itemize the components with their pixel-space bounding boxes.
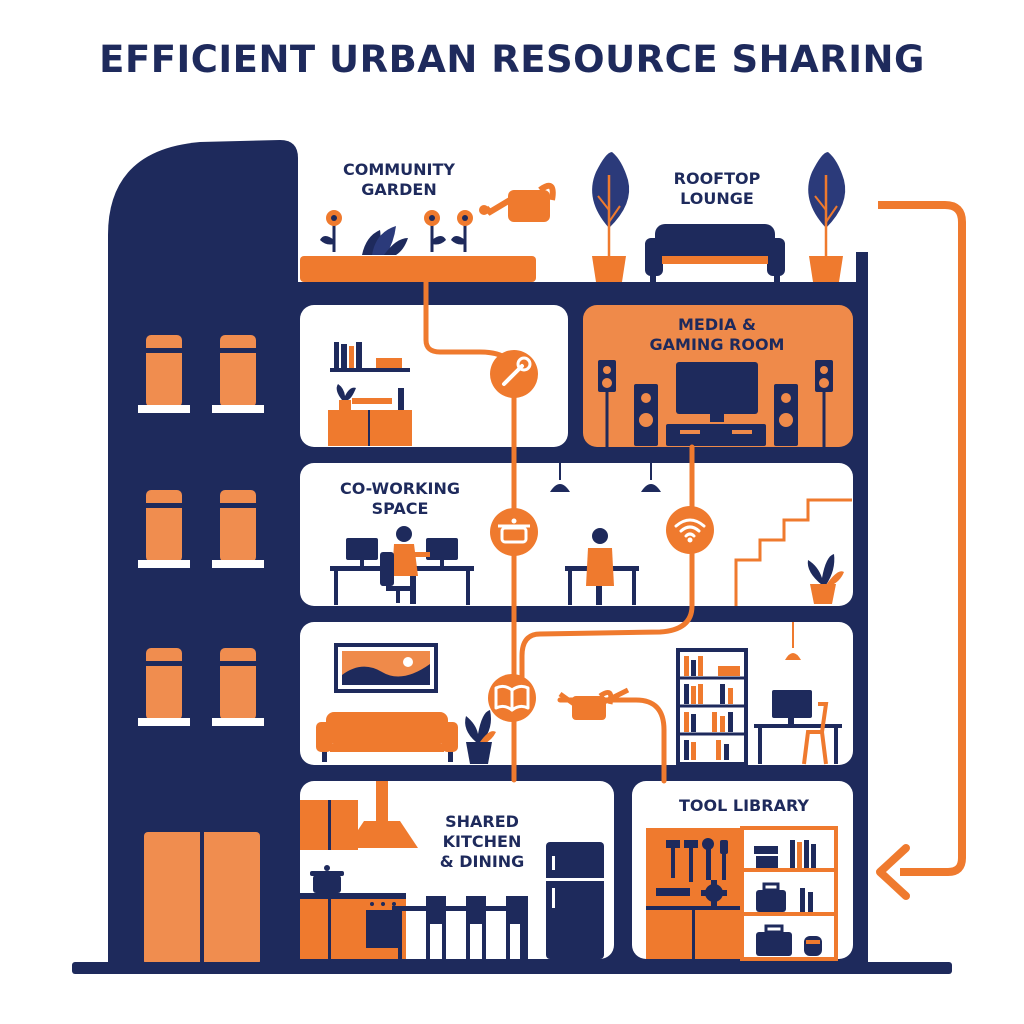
wifi-icon — [674, 518, 706, 538]
flower-icon — [424, 210, 446, 252]
hammer-icon — [684, 840, 698, 882]
watering-can-icon — [558, 687, 630, 720]
hub-wifi — [666, 506, 714, 554]
flower-icon — [320, 210, 342, 252]
leaf-plant-icon — [362, 226, 408, 255]
kitchen-room — [300, 781, 604, 959]
tower-windows — [138, 335, 264, 726]
staircase-icon — [734, 498, 852, 606]
open-book-icon — [494, 684, 530, 712]
desk-worker-icon — [565, 528, 639, 605]
page-title: EFFICIENT URBAN RESOURCE SHARING — [99, 38, 925, 81]
label-community-garden: COMMUNITY GARDEN — [342, 160, 456, 199]
wrench-icon — [702, 838, 714, 880]
landscape-painting-icon — [334, 643, 438, 693]
tool-rack — [656, 888, 690, 896]
kitchen-cabinet-icon — [300, 893, 360, 959]
arrow-down-left-icon — [876, 201, 966, 900]
tool-library-room — [646, 826, 838, 961]
label-rooftop-lounge: ROOFTOP LOUNGE — [673, 169, 761, 208]
hub-wrench — [490, 350, 538, 398]
cooking-pot-icon — [310, 865, 344, 893]
potted-plant-icon — [465, 710, 496, 764]
speaker-icon — [815, 360, 833, 447]
left-tower — [108, 140, 298, 965]
sofa-icon — [316, 712, 458, 762]
speaker-icon — [598, 360, 616, 447]
label-tool-library: TOOL LIBRARY — [679, 796, 809, 815]
label-co-working-space: CO-WORKING SPACE — [339, 479, 460, 518]
dining-table-icon — [392, 896, 528, 959]
hub-book — [488, 674, 536, 722]
wrench-icon — [502, 356, 532, 386]
screwdriver-icon — [720, 840, 728, 880]
gear-icon — [701, 880, 727, 906]
potted-plant-icon — [807, 554, 844, 604]
hub-cooking-pot — [490, 508, 538, 556]
hammer-icon — [666, 840, 680, 878]
range-hood-icon — [346, 781, 418, 848]
cooking-pot-icon — [498, 518, 530, 544]
computer-desk-icon — [754, 690, 842, 765]
desk-workers-icon — [330, 526, 474, 605]
speaker-icon — [634, 384, 658, 446]
bookshelf-icon — [330, 342, 410, 372]
watering-can-icon — [479, 182, 556, 222]
desk-icon — [328, 388, 412, 446]
tower-door — [144, 832, 260, 965]
label-media-gaming-room: MEDIA & GAMING ROOM — [649, 315, 785, 354]
fridge-icon — [546, 842, 604, 959]
community-garden — [300, 182, 556, 282]
rooftop-lounge — [592, 152, 846, 282]
potted-plant-icon — [336, 384, 356, 410]
storage-room — [328, 342, 412, 446]
pendant-lamp-icon — [550, 463, 570, 492]
pendant-lamp-icon — [641, 463, 661, 492]
potted-tree-icon — [592, 152, 630, 282]
speaker-icon — [774, 384, 798, 446]
media-room — [598, 360, 833, 447]
potted-tree-icon — [808, 152, 846, 282]
label-shared-kitchen: SHARED KITCHEN & DINING — [439, 812, 525, 871]
pendant-lamp-icon — [785, 622, 801, 660]
tool-shelf-icon — [740, 826, 838, 961]
co-working-room — [330, 463, 852, 606]
lounge-library-room — [316, 622, 842, 766]
flower-icon — [451, 210, 473, 252]
sofa-icon — [645, 224, 785, 282]
bookcase-icon — [676, 648, 748, 766]
tv-icon — [666, 362, 766, 446]
